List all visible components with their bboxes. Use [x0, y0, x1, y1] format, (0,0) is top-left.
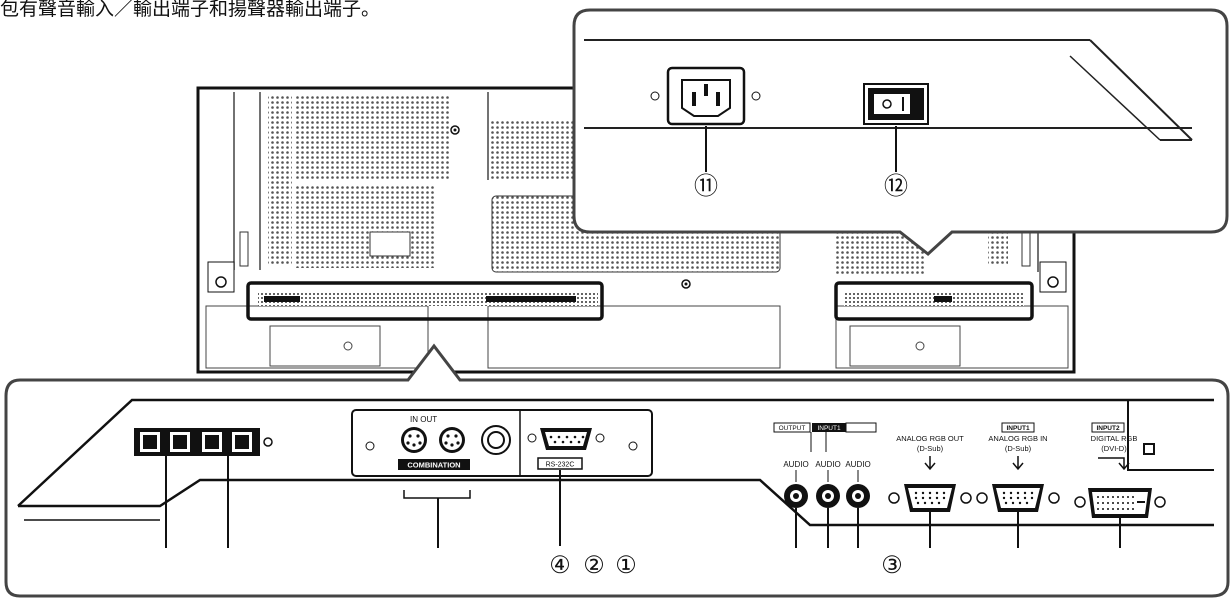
mounting-hook-icon — [207, 261, 235, 293]
audio-jack-icon — [784, 484, 808, 508]
terminal-inset: IN OUT COMBINATION — [4, 343, 1230, 598]
screw-icon — [681, 279, 691, 289]
vent-grille — [296, 184, 436, 268]
caption-text: 包有聲音輸入／輸出端子和揚聲器輸出端子。 — [0, 0, 381, 20]
label-input1: INPUT1 — [1006, 425, 1030, 432]
callout-12: ⑫ — [884, 173, 908, 200]
callout-2: ② — [583, 552, 605, 579]
dvi-port-icon — [1074, 488, 1166, 518]
label-dvid: (DVI-D) — [1101, 444, 1127, 453]
label-rs232c: RS-232C — [546, 462, 575, 469]
label-analog-rgb-in: ANALOG RGB IN — [988, 434, 1047, 443]
mini-din-out-icon — [439, 427, 465, 453]
label-digital-rgb: DIGITAL RGB — [1091, 434, 1138, 443]
mounting-hook-icon — [1039, 261, 1067, 293]
rs232c-port-icon — [527, 428, 605, 450]
callout-11: ⑪ — [694, 173, 718, 200]
speaker-terminals-icon — [134, 428, 273, 456]
ac-power-inlet-icon — [650, 66, 761, 126]
callout-1: ① — [615, 552, 637, 579]
label-analog-rgb-out: ANALOG RGB OUT — [896, 434, 964, 443]
label-in-out: IN OUT — [410, 415, 437, 424]
label-audio-in-2: AUDIO — [845, 460, 870, 469]
highlight-box-right — [834, 281, 1034, 321]
label-input1-small: INPUT1 — [817, 425, 841, 432]
audio-jack-icon — [846, 484, 870, 508]
vent-grille — [988, 228, 1008, 264]
vga-out-port-icon — [888, 484, 972, 512]
audio-jack-icon — [816, 484, 840, 508]
vga-in-port-icon — [976, 484, 1060, 512]
label-audio-in-1: AUDIO — [815, 460, 840, 469]
callout-3: ③ — [881, 552, 903, 579]
mini-din-in-icon — [401, 427, 427, 453]
screw-icon — [450, 125, 460, 135]
label-output: OUTPUT — [779, 425, 806, 432]
vent-grille — [296, 94, 450, 180]
label-audio-out: AUDIO — [783, 460, 808, 469]
vent-grille — [268, 94, 292, 264]
vent-grille — [490, 120, 580, 180]
label-input2: INPUT2 — [1096, 425, 1120, 432]
highlight-box-left — [246, 281, 604, 321]
round-connector-icon — [481, 425, 511, 455]
combination-plate: IN OUT COMBINATION — [351, 409, 653, 477]
label-combination: COMBINATION — [407, 461, 460, 470]
power-inset: ⑪ ⑫ — [572, 8, 1229, 256]
label-dsub-in: (D-Sub) — [1005, 444, 1032, 453]
callout-4: ④ — [549, 552, 571, 579]
power-switch-icon — [863, 83, 929, 125]
label-dsub-out: (D-Sub) — [917, 444, 944, 453]
